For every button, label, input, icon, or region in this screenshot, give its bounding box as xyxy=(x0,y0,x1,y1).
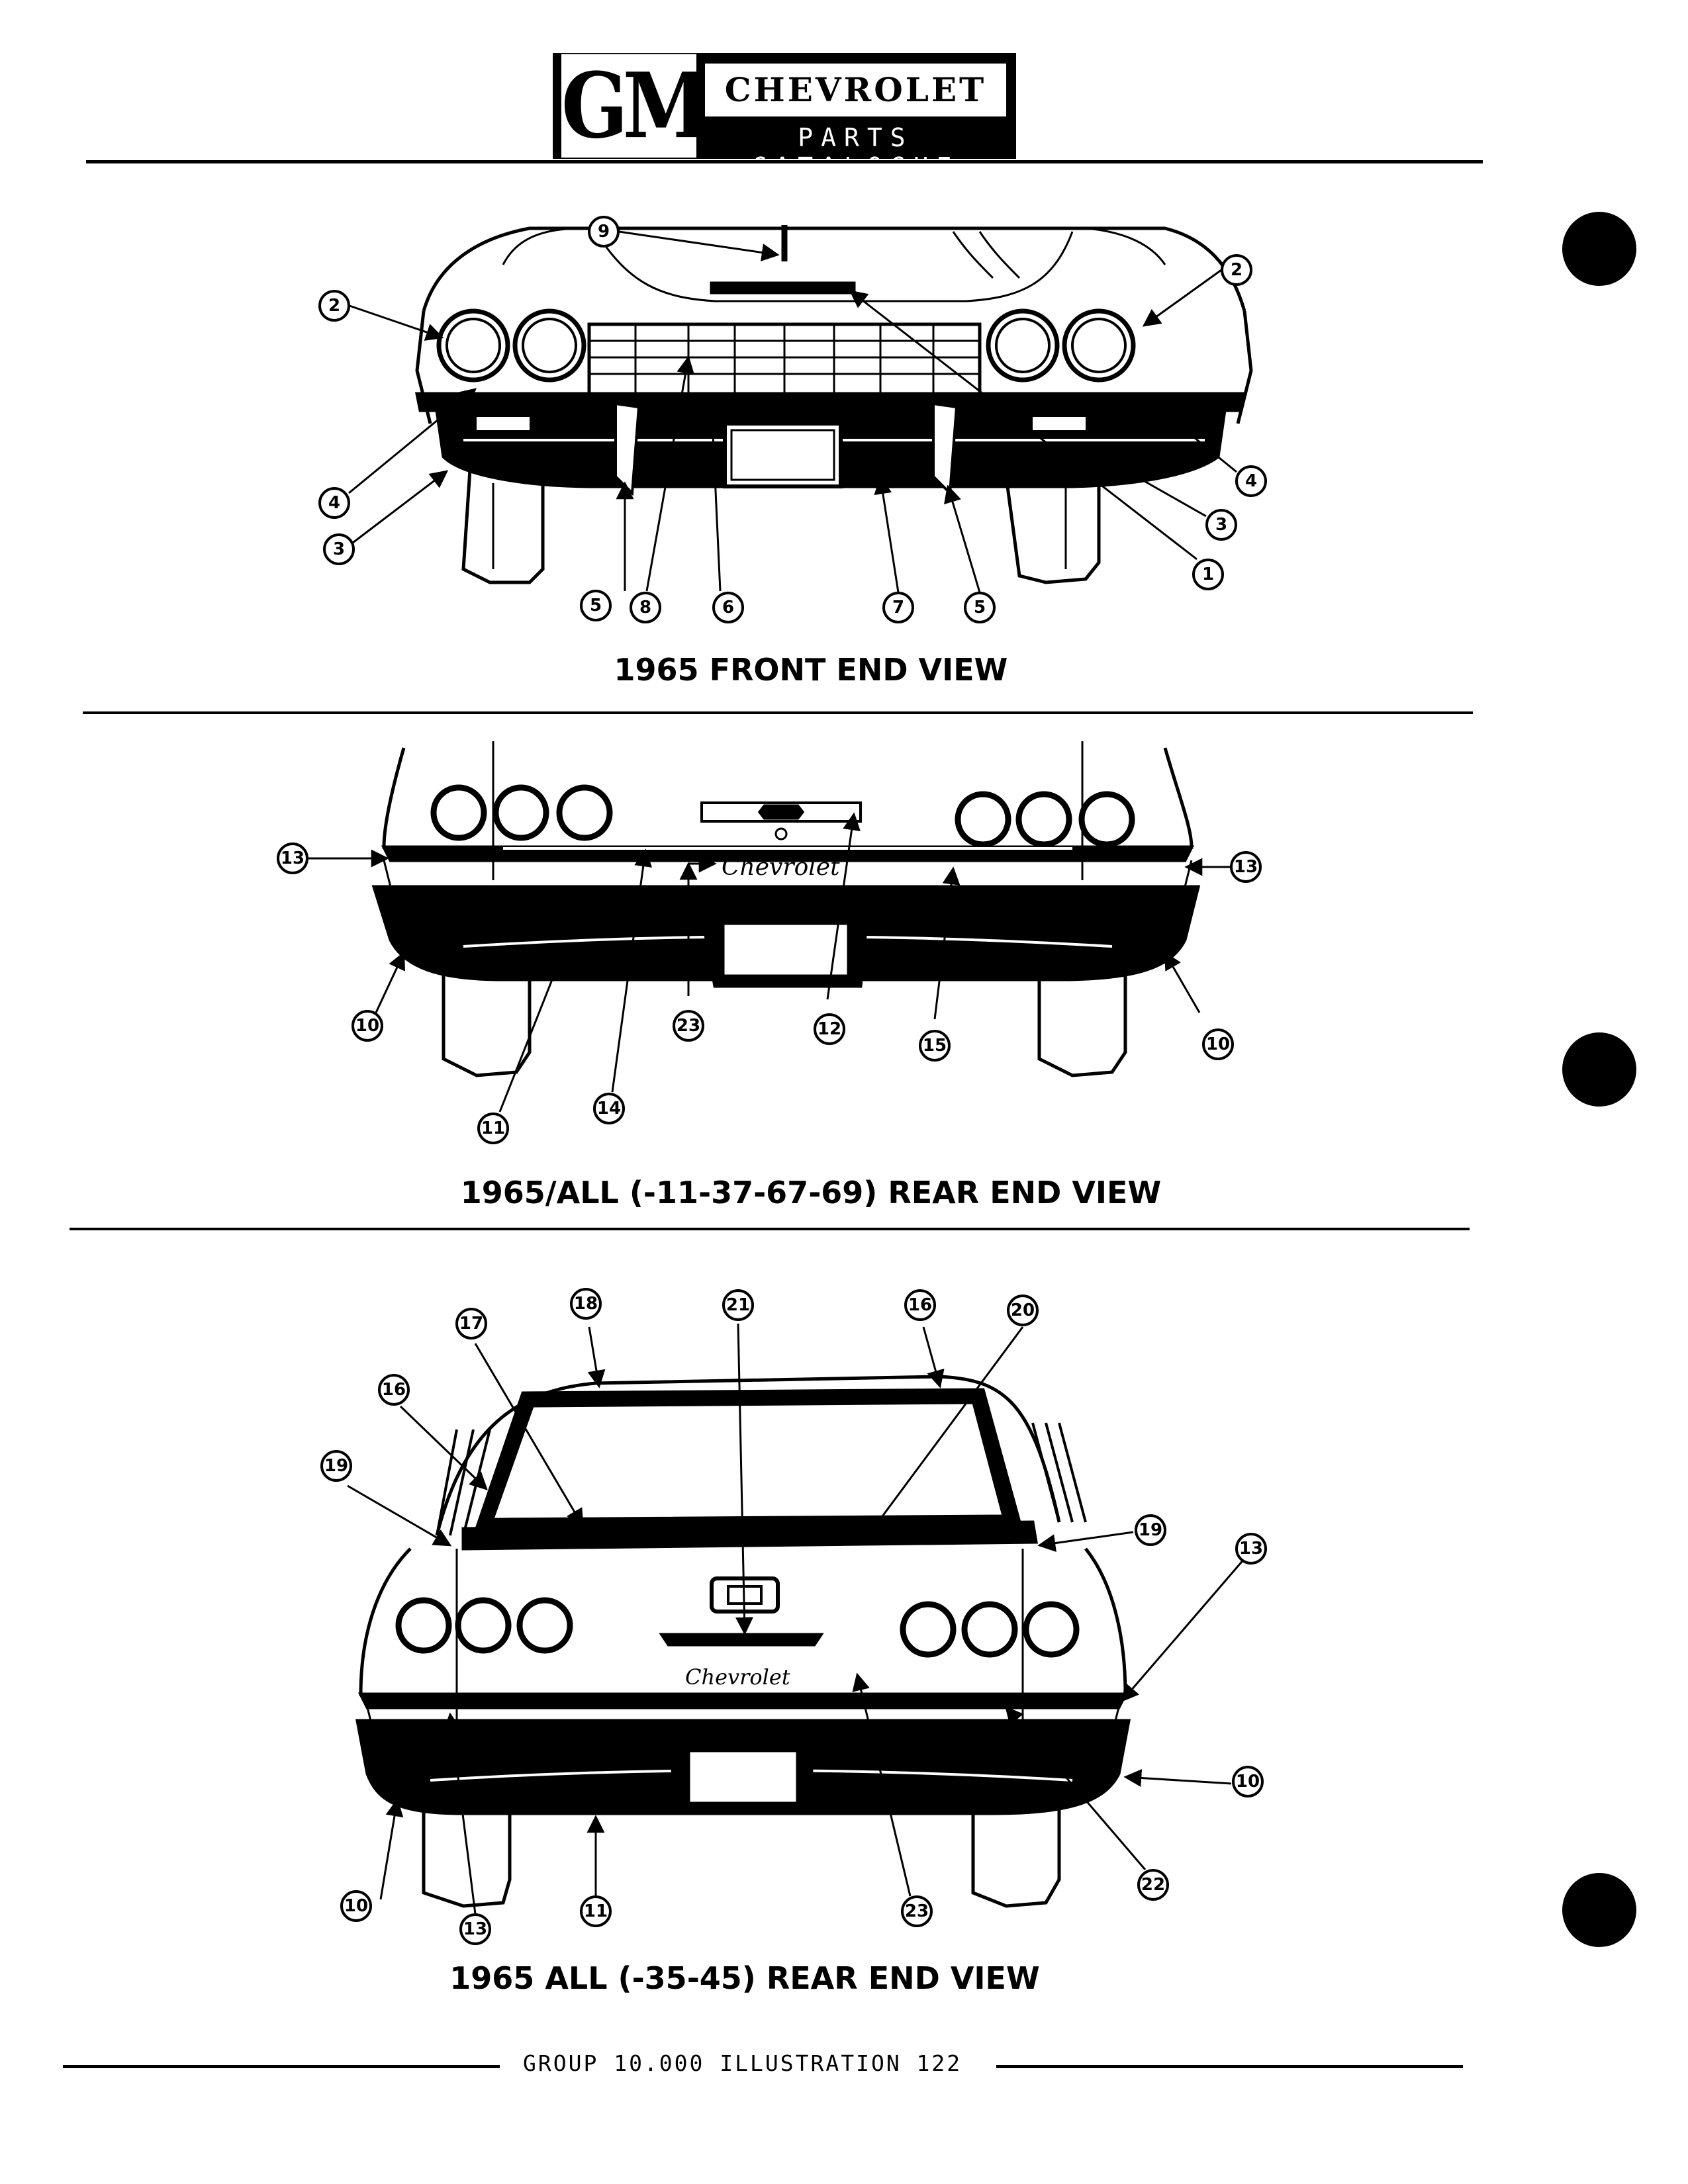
callout-label: 17 xyxy=(459,1314,483,1334)
rear-end-illustration-2 xyxy=(355,1375,1131,1908)
figure-caption-front: 1965 FRONT END VIEW xyxy=(614,652,1008,688)
callout-label: 11 xyxy=(481,1118,505,1138)
figure-caption-rear-1: 1965/ALL (-11-37-67-69) REAR END VIEW xyxy=(460,1175,1162,1210)
callout-label: 19 xyxy=(324,1456,348,1476)
callout-label: 2 xyxy=(1231,260,1243,280)
brand-title: CHEVROLET xyxy=(705,64,1006,116)
callout-label: 15 xyxy=(923,1036,947,1056)
catalogue-subtitle: PARTS CATALOGUE xyxy=(751,123,960,181)
callout-label: 5 xyxy=(974,598,986,617)
callout-label: 2 xyxy=(328,296,340,316)
callout-label: 23 xyxy=(677,1016,700,1036)
binder-hole-icon xyxy=(1562,1873,1636,1947)
footer-rule-right xyxy=(996,2065,1463,2068)
callout-label: 3 xyxy=(1215,515,1227,535)
callout-label: 4 xyxy=(328,493,340,513)
callout-label: 19 xyxy=(1139,1520,1162,1540)
callout-label: 21 xyxy=(726,1295,750,1315)
callout-label: 4 xyxy=(1245,471,1257,491)
callout-label: 5 xyxy=(590,596,602,615)
callout-label: 13 xyxy=(281,848,305,868)
callout-label: 7 xyxy=(892,598,904,617)
section-rule xyxy=(83,711,1473,714)
callout-label: 12 xyxy=(818,1019,841,1039)
callout-group: 9 2 2 4 3 5 8 6 7 5 1 3 4 13 13 10 11 14… xyxy=(277,216,1267,1945)
chevrolet-script-badge: Chevrolet xyxy=(685,1664,790,1690)
callout-label: 13 xyxy=(1234,857,1258,877)
callout-label: 20 xyxy=(1011,1300,1035,1320)
callout-label: 6 xyxy=(722,598,734,617)
callout-label: 10 xyxy=(355,1016,379,1036)
callout-label: 10 xyxy=(344,1896,368,1916)
callout-label: 11 xyxy=(584,1901,608,1921)
callout-label: 9 xyxy=(598,222,610,242)
callout-label: 10 xyxy=(1206,1034,1230,1054)
footer-rule-left xyxy=(63,2065,500,2068)
callout-label: 10 xyxy=(1236,1772,1260,1792)
header-rule xyxy=(86,160,1483,163)
binder-hole-icon xyxy=(1562,212,1636,286)
callout-label: 23 xyxy=(905,1901,929,1921)
footer-text: GROUP 10.000 ILLUSTRATION 122 xyxy=(523,2050,962,2076)
callout-label: 1 xyxy=(1202,565,1214,584)
chevrolet-script-badge: Chevrolet xyxy=(722,854,840,881)
callout-label: 18 xyxy=(574,1294,598,1314)
callout-label: 16 xyxy=(908,1295,932,1315)
callout-label: 8 xyxy=(639,598,651,617)
figure-caption-rear-2: 1965 ALL (-35-45) REAR END VIEW xyxy=(449,1960,1040,1996)
front-end-illustration xyxy=(414,225,1253,584)
rear-end-illustration-1 xyxy=(371,741,1201,1077)
callout-label: 13 xyxy=(1239,1539,1263,1559)
callout-label: 3 xyxy=(333,539,345,559)
callout-label: 22 xyxy=(1141,1875,1165,1895)
gm-logo-mark: GM xyxy=(561,52,709,159)
callout-label: 16 xyxy=(382,1380,406,1400)
callout-label: 13 xyxy=(463,1919,487,1939)
callout-label: 14 xyxy=(597,1099,621,1118)
section-rule xyxy=(70,1228,1470,1230)
binder-hole-icon xyxy=(1562,1032,1636,1107)
